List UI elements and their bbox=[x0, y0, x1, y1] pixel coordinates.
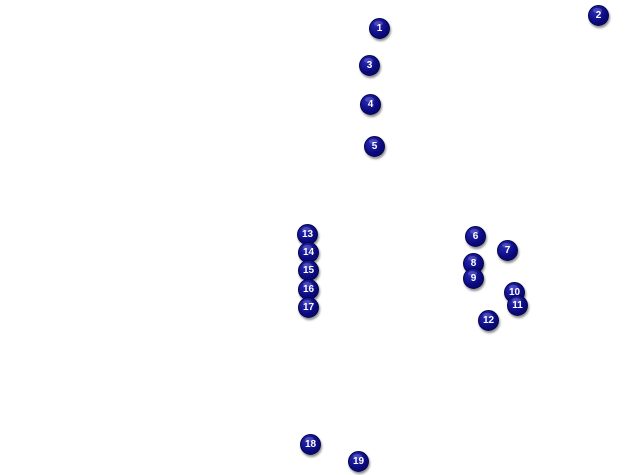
marker-3[interactable]: 3 bbox=[359, 55, 380, 76]
marker-18[interactable]: 18 bbox=[300, 434, 321, 455]
marker-label: 15 bbox=[302, 264, 315, 276]
marker-label: 10 bbox=[508, 286, 521, 298]
marker-17[interactable]: 17 bbox=[298, 297, 319, 318]
marker-5[interactable]: 5 bbox=[364, 136, 385, 157]
marker-label: 8 bbox=[470, 257, 477, 269]
marker-1[interactable]: 1 bbox=[369, 18, 390, 39]
marker-label: 5 bbox=[371, 140, 378, 152]
marker-15[interactable]: 15 bbox=[298, 260, 319, 281]
marker-9[interactable]: 9 bbox=[463, 268, 484, 289]
marker-12[interactable]: 12 bbox=[478, 310, 499, 331]
marker-label: 12 bbox=[482, 314, 495, 326]
marker-11[interactable]: 11 bbox=[507, 295, 528, 316]
marker-4[interactable]: 4 bbox=[360, 94, 381, 115]
marker-label: 2 bbox=[595, 9, 602, 21]
marker-7[interactable]: 7 bbox=[497, 240, 518, 261]
marker-6[interactable]: 6 bbox=[465, 226, 486, 247]
marker-label: 3 bbox=[366, 59, 373, 71]
marker-label: 7 bbox=[504, 244, 511, 256]
marker-label: 16 bbox=[302, 283, 315, 295]
marker-label: 4 bbox=[367, 98, 374, 110]
marker-label: 1 bbox=[376, 22, 383, 34]
marker-label: 9 bbox=[470, 272, 477, 284]
marker-label: 11 bbox=[512, 299, 523, 311]
marker-label: 14 bbox=[302, 246, 315, 258]
marker-19[interactable]: 19 bbox=[348, 451, 369, 472]
marker-label: 13 bbox=[301, 228, 314, 240]
marker-label: 18 bbox=[304, 438, 317, 450]
marker-label: 19 bbox=[352, 455, 365, 467]
marker-label: 17 bbox=[302, 301, 315, 313]
marker-2[interactable]: 2 bbox=[588, 5, 609, 26]
marker-label: 6 bbox=[472, 230, 479, 242]
